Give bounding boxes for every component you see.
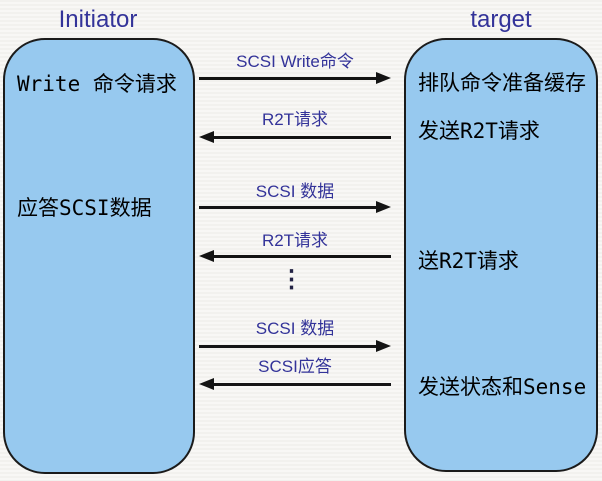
message-label-scsi-write-command: SCSI Write命令 [236, 52, 354, 71]
arrow-shaft [212, 136, 391, 139]
initiator-lifeline-box: Write 命令请求 应答SCSI数据 [3, 38, 195, 474]
arrow-left-icon [199, 250, 391, 262]
arrow-shaft [199, 345, 378, 348]
arrow-left-icon [199, 131, 391, 143]
arrow-right-icon [199, 340, 391, 352]
arrow-head-icon [376, 201, 391, 213]
arrow-shaft [212, 255, 391, 258]
target-step-text: 发送R2T请求 [418, 119, 540, 143]
target-step-text: 排队命令准备缓存 [418, 71, 586, 95]
arrow-right-icon [199, 72, 391, 84]
message-label-scsi-data: SCSI 数据 [255, 319, 335, 338]
ellipsis-dots: ⋮ [279, 266, 304, 293]
arrow-head-icon [376, 340, 391, 352]
message-label-r2t-request: R2T请求 [261, 110, 329, 129]
arrow-head-icon [199, 378, 214, 390]
target-step-text: 送R2T请求 [418, 249, 519, 273]
arrow-head-icon [199, 131, 214, 143]
initiator-column-title: Initiator [58, 6, 138, 33]
arrow-head-icon [199, 250, 214, 262]
initiator-step-text: Write 命令请求 [17, 72, 177, 96]
arrow-head-icon [376, 72, 391, 84]
message-label-r2t-request: R2T请求 [261, 231, 329, 250]
arrow-right-icon [199, 201, 391, 213]
initiator-step-text: 应答SCSI数据 [17, 196, 152, 220]
message-label-scsi-data: SCSI 数据 [255, 182, 335, 201]
message-label-scsi-response: SCSI应答 [258, 357, 332, 376]
target-lifeline-box: 排队命令准备缓存 发送R2T请求 送R2T请求 发送状态和Sense [404, 38, 598, 472]
arrow-shaft [199, 206, 378, 209]
arrow-shaft [199, 77, 378, 80]
arrow-shaft [212, 383, 391, 386]
target-column-title: target [470, 6, 532, 33]
arrow-left-icon [199, 378, 391, 390]
target-step-text: 发送状态和Sense [418, 375, 587, 399]
